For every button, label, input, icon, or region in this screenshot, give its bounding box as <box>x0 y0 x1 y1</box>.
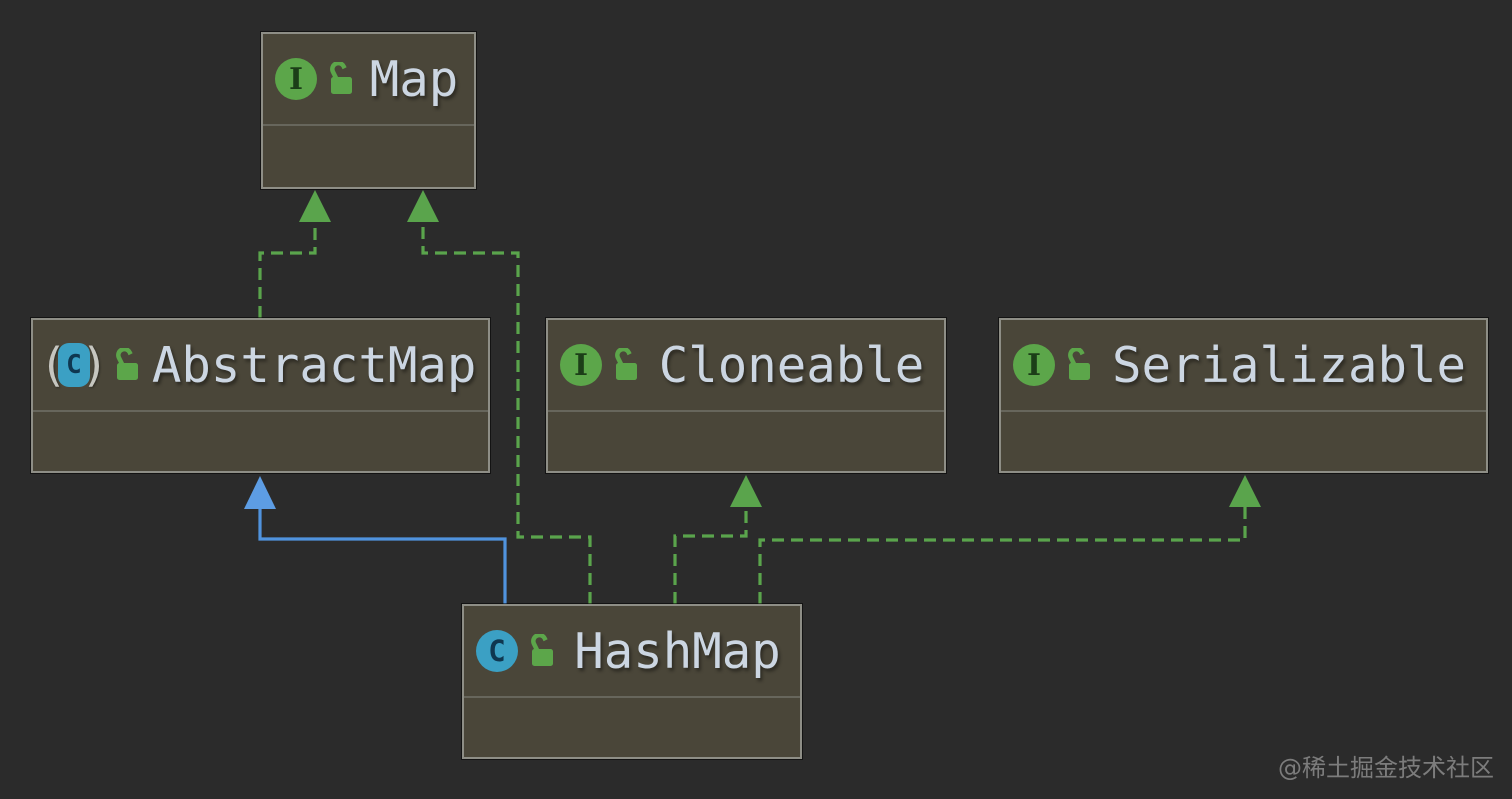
node-map-header: I Map <box>263 34 474 126</box>
node-cloneable-members <box>548 412 944 471</box>
node-title: HashMap <box>574 622 781 680</box>
edge-hashmap-implements-map[interactable] <box>407 190 592 604</box>
node-title: Serializable <box>1111 336 1466 394</box>
node-hashmap[interactable]: C HashMap <box>462 604 802 759</box>
edge-abstractmap-implements-map[interactable] <box>258 190 331 318</box>
unlocked-icon <box>615 348 637 380</box>
watermark: @稀土掘金技术社区 <box>1278 754 1494 782</box>
unlocked-icon <box>1068 348 1090 380</box>
node-hashmap-header: C HashMap <box>464 606 800 698</box>
arrowhead-icon <box>730 475 762 507</box>
node-abstractmap-header: ( C ) AbstractMap <box>33 320 488 412</box>
arrowhead-icon <box>299 190 331 222</box>
node-map[interactable]: I Map <box>261 32 476 189</box>
node-serializable-members <box>1001 412 1486 471</box>
unlocked-icon <box>531 634 553 666</box>
node-cloneable-icons: I <box>560 344 639 386</box>
node-cloneable[interactable]: I Cloneable <box>546 318 946 473</box>
node-title: Cloneable <box>658 336 925 394</box>
node-abstractmap-icons: ( C ) <box>45 342 140 388</box>
node-title: AbstractMap <box>151 336 477 394</box>
unlocked-icon <box>330 62 352 94</box>
node-hashmap-members <box>464 698 800 757</box>
node-serializable[interactable]: I Serializable <box>999 318 1488 473</box>
edge-hashmap-implements-serializable[interactable] <box>758 475 1261 604</box>
edge-hashmap-implements-cloneable[interactable] <box>673 475 762 604</box>
node-serializable-icons: I <box>1013 344 1092 386</box>
node-map-members <box>263 126 474 187</box>
node-title: Map <box>369 50 459 108</box>
arrowhead-icon <box>407 190 439 222</box>
unlocked-icon <box>116 348 138 380</box>
class-icon: C <box>476 630 518 672</box>
node-map-icons: I <box>275 58 354 100</box>
interface-icon: I <box>1013 344 1055 386</box>
node-cloneable-header: I Cloneable <box>548 320 944 412</box>
edge-hashmap-extends-abstractmap[interactable] <box>244 476 507 604</box>
node-hashmap-icons: C <box>476 630 555 672</box>
interface-icon: I <box>560 344 602 386</box>
arrowhead-icon <box>1229 475 1261 507</box>
interface-icon: I <box>275 58 317 100</box>
node-abstractmap-members <box>33 412 488 471</box>
arrowhead-icon <box>244 476 276 509</box>
node-abstractmap[interactable]: ( C ) AbstractMap <box>31 318 490 473</box>
node-serializable-header: I Serializable <box>1001 320 1486 412</box>
abstract-class-icon: ( C ) <box>45 338 103 392</box>
